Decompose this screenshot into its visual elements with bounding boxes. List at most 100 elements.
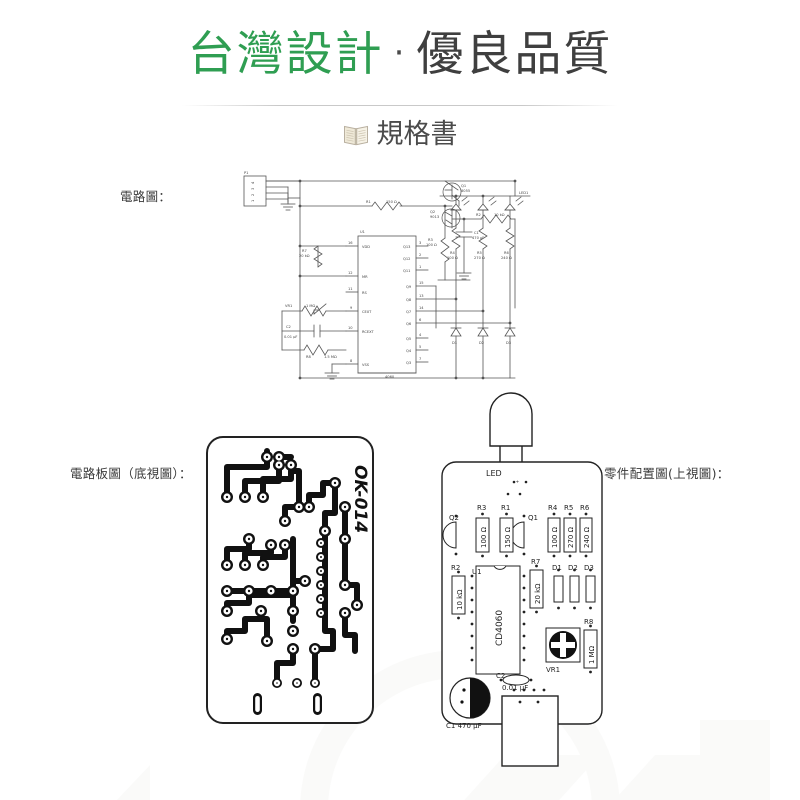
ic-pin-Q8: Q8 [406, 298, 412, 302]
parts-section-label: 零件配置圖(上視圖)： [604, 466, 730, 481]
svg-text:8: 8 [350, 359, 353, 363]
ic-pin-VSS: VSS [362, 363, 370, 367]
schematic-value-R1: 150 Ω [386, 200, 397, 204]
parts-label-C2: C2 [496, 672, 505, 680]
pcb-bottom-view-diagram: OK-014 [205, 435, 375, 725]
parts-label-C1: C1 470 µF [446, 722, 482, 730]
ic-pin-MR: MR [362, 275, 368, 279]
parts-value-R3: 100 Ω [480, 526, 488, 548]
parts-label-R8: R8 [584, 618, 593, 626]
svg-text:1: 1 [419, 265, 421, 269]
schematic-value-R7: 20 kΩ [299, 254, 310, 258]
schematic-value-C1: 470 µF [472, 236, 484, 240]
schematic-label-R5: R5 [477, 251, 482, 255]
header-divider [182, 105, 618, 106]
ic-pin-Q9: Q9 [406, 285, 412, 289]
svg-text:5: 5 [419, 345, 421, 349]
svg-text:15: 15 [419, 281, 424, 285]
parts-label-R6: R6 [580, 504, 590, 512]
ic-pin-Q13: Q13 [403, 245, 410, 249]
parts-value-U1: CD4060 [495, 610, 505, 646]
parts-label-R5: R5 [564, 504, 573, 512]
schematic-label-R7: R7 [302, 249, 307, 253]
parts-label-R3: R3 [477, 504, 486, 512]
parts-label-R2: R2 [451, 564, 460, 572]
parts-value-R8: 1 MΩ [588, 645, 596, 664]
parts-label-R7: R7 [531, 558, 540, 566]
page-title: 台灣設計·優良品質 [0, 22, 800, 86]
ic-pin-RS: RS [362, 291, 367, 295]
svg-text:1: 1 [251, 200, 255, 202]
subtitle-row: 規格書 [0, 112, 800, 151]
parts-label-D1: D1 [552, 564, 562, 572]
pcb-section-label: 電路板圖（底視圖）： [70, 466, 192, 481]
ic-pin-Q7: Q7 [406, 310, 411, 314]
ic-pin-RCEXT: RCEXT [362, 330, 374, 334]
parts-value-R7: 20 kΩ [534, 583, 542, 604]
schematic-label-D2: D2 [479, 341, 484, 345]
svg-text:14: 14 [419, 306, 424, 310]
schematic-value-Q2: 9013 [430, 215, 439, 219]
schematic-diagram: P1 4 3 2 1 R1 150 Ω Q1 8055 Q2 9013 R3 1… [240, 168, 550, 393]
ic-pin-Q4: Q4 [406, 349, 412, 353]
schematic-label-Q2: Q2 [430, 210, 435, 214]
svg-text:+: + [515, 480, 520, 483]
ic-pin-Q3: Q3 [406, 361, 411, 365]
parts-label-R4: R4 [548, 504, 558, 512]
schematic-value-Q1: 8055 [461, 189, 470, 193]
schematic-label-D3: D3 [506, 341, 511, 345]
svg-text:7: 7 [419, 357, 421, 361]
schematic-value-R8: 1.5 MΩ [324, 355, 337, 359]
parts-placement-diagram: + LED Q2 Q1 R3 R1 R4 R5 R6 R2 R7 D1 D2 D… [432, 390, 612, 770]
schematic-label-P1: P1 [244, 171, 248, 175]
svg-text:11: 11 [348, 287, 353, 291]
schematic-value-R6: 240 Ω [501, 256, 512, 260]
title-separator: · [393, 33, 407, 73]
title-green-part: 台灣設計 [187, 27, 384, 82]
schematic-label-U1: U1 [360, 230, 365, 234]
parts-value-R2: 10 kΩ [456, 589, 464, 610]
parts-value-R5: 270 Ω [567, 526, 575, 548]
page-header: 台灣設計·優良品質 [0, 22, 800, 86]
background-watermark [116, 650, 770, 800]
svg-text:2: 2 [251, 194, 255, 196]
schematic-label-R6: R6 [504, 251, 509, 255]
title-dark-part: 優良品質 [416, 27, 613, 82]
ic-pin-Q12: Q12 [403, 257, 410, 261]
schematic-label-Q1: Q1 [461, 184, 466, 188]
ic-pin-Q11: Q11 [403, 269, 410, 273]
pcb-silkscreen-text: OK-014 [350, 465, 370, 533]
svg-text:12: 12 [348, 271, 353, 275]
ic-pin-Q6: Q6 [406, 322, 412, 326]
schematic-label-R4: R4 [450, 251, 455, 255]
schematic-label-VR1: VR1 [285, 304, 292, 308]
parts-label-VR1: VR1 [546, 666, 560, 674]
svg-text:9: 9 [350, 306, 353, 310]
ic-pin-VDD: VDD [362, 245, 370, 249]
schematic-section-label: 電路圖： [120, 189, 172, 204]
schematic-label-C1: C1 [474, 231, 479, 235]
schematic-label-R3: R3 [428, 238, 433, 242]
svg-text:3: 3 [251, 188, 255, 190]
parts-label-R1: R1 [501, 504, 510, 512]
schematic-label-D1: D1 [452, 341, 457, 345]
svg-text:16: 16 [348, 241, 353, 245]
schematic-value-R3: 100 Ω [426, 243, 437, 247]
schematic-label-R2: R2 [476, 213, 481, 217]
parts-value-R1: 150 Ω [504, 526, 512, 548]
parts-label-Q2: Q2 [449, 514, 459, 522]
schematic-label-R1: R1 [366, 200, 371, 204]
schematic-value-R4: 100 Ω [447, 256, 458, 260]
schematic-label-R8: R8 [306, 355, 311, 359]
ic-pin-Q5: Q5 [406, 337, 411, 341]
svg-text:6: 6 [419, 318, 422, 322]
schematic-value-VR1: 1 MΩ [306, 304, 316, 308]
schematic-value-R2: 10 kΩ [494, 213, 505, 217]
parts-label-U1: U1 [472, 568, 482, 576]
schematic-value-U1: 4060 [385, 375, 395, 379]
parts-value-R4: 100 Ω [551, 526, 559, 548]
schematic-value-C2: 0.01 µF [284, 335, 298, 339]
schematic-label-C2: C2 [286, 325, 291, 329]
svg-text:4: 4 [251, 181, 255, 184]
